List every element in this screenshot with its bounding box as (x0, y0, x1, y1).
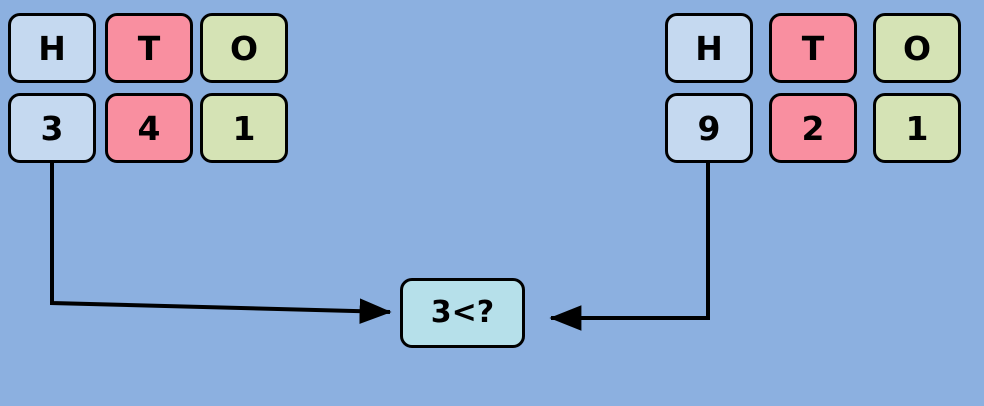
connector-left (50, 163, 392, 324)
right-header-hundreds: H (665, 13, 753, 83)
left-header-tens-label: T (137, 28, 161, 68)
right-header-ones: O (873, 13, 961, 83)
right-digit-hundreds: 9 (665, 93, 753, 163)
left-digit-tens: 4 (105, 93, 193, 163)
left-header-hundreds: H (8, 13, 96, 83)
right-header-tens: T (769, 13, 857, 83)
right-header-tens-label: T (801, 28, 825, 68)
right-header-hundreds-label: H (695, 28, 723, 68)
left-digit-tens-label: 4 (137, 108, 161, 148)
right-digit-tens-label: 2 (801, 108, 825, 148)
left-digit-hundreds: 3 (8, 93, 96, 163)
left-header-ones: O (200, 13, 288, 83)
left-header-hundreds-label: H (38, 28, 66, 68)
left-header-tens: T (105, 13, 193, 83)
comparison-label: 3<? (430, 295, 495, 330)
left-digit-ones: 1 (200, 93, 288, 163)
comparison-box: 3<? (400, 278, 525, 348)
connector-right (549, 163, 710, 331)
left-digit-ones-label: 1 (232, 108, 256, 148)
left-digit-hundreds-label: 3 (40, 108, 64, 148)
right-digit-ones: 1 (873, 93, 961, 163)
right-digit-ones-label: 1 (905, 108, 929, 148)
right-digit-hundreds-label: 9 (697, 108, 721, 148)
right-digit-tens: 2 (769, 93, 857, 163)
left-header-ones-label: O (229, 28, 259, 68)
right-header-ones-label: O (902, 28, 932, 68)
